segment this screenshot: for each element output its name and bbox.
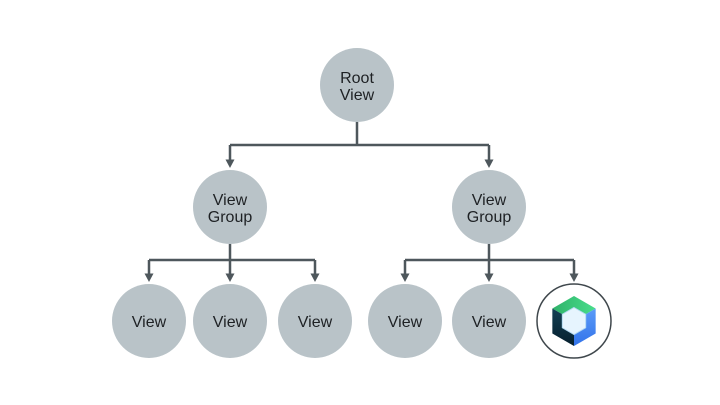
view-group-left-label-line1: View	[213, 192, 248, 209]
node-view-group-right: View Group	[452, 170, 526, 244]
node-view-leaf-1: View	[112, 284, 186, 358]
view-group-right-label-line2: Group	[467, 209, 512, 226]
arrow-down-icon	[400, 273, 410, 282]
view-leaf-circle	[368, 284, 442, 358]
view-leaf-label: View	[298, 314, 333, 331]
view-leaf-label: View	[213, 314, 248, 331]
view-leaf-label: View	[472, 314, 507, 331]
nodes: Root View View Group View Group View Vie…	[112, 48, 612, 359]
view-group-left-label-line2: Group	[208, 209, 253, 226]
connectors	[147, 122, 576, 274]
node-view-leaf-5: View	[452, 284, 526, 358]
connector-left-group-to-views	[147, 244, 317, 274]
node-view-leaf-3: View	[278, 284, 352, 358]
view-group-right-circle	[452, 170, 526, 244]
arrow-down-icon	[484, 159, 494, 168]
arrow-down-icon	[225, 273, 235, 282]
root-view-circle	[320, 48, 394, 122]
view-group-right-label-line1: View	[472, 192, 507, 209]
node-root-view: Root View	[320, 48, 394, 122]
view-leaf-label: View	[132, 314, 167, 331]
arrow-down-icon	[144, 273, 154, 282]
arrow-down-icon	[225, 159, 235, 168]
node-view-leaf-4: View	[368, 284, 442, 358]
view-leaf-circle	[193, 284, 267, 358]
node-view-group-left: View Group	[193, 170, 267, 244]
root-view-label-line2: View	[340, 87, 375, 104]
view-group-left-circle	[193, 170, 267, 244]
connector-right-group-to-views	[403, 244, 576, 274]
compose-logo-center-hexagon	[561, 306, 587, 336]
arrow-down-icon	[569, 273, 579, 282]
jetpack-compose-logo-icon	[552, 296, 596, 346]
view-leaf-label: View	[388, 314, 423, 331]
connector-root-to-groups	[228, 122, 491, 161]
root-view-label-line1: Root	[340, 70, 374, 87]
arrowheads	[144, 159, 579, 282]
arrow-down-icon	[484, 273, 494, 282]
view-leaf-circle	[112, 284, 186, 358]
node-jetpack-compose	[536, 283, 612, 359]
view-leaf-circle	[278, 284, 352, 358]
view-leaf-circle	[452, 284, 526, 358]
arrow-down-icon	[310, 273, 320, 282]
node-view-leaf-2: View	[193, 284, 267, 358]
